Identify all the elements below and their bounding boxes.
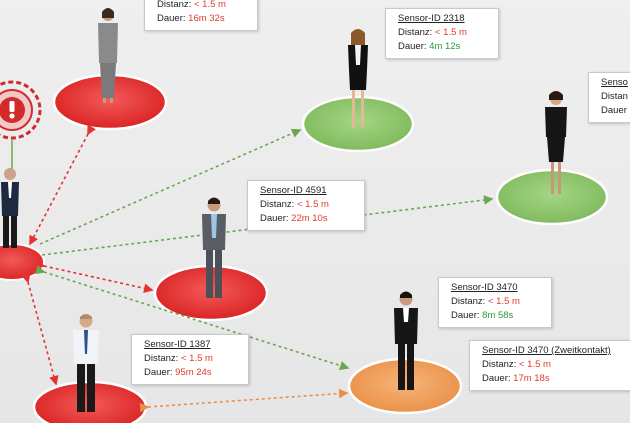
zone-infected — [0, 243, 45, 281]
person-right-middle — [394, 291, 418, 390]
person-top-left — [98, 8, 118, 103]
distance-value: < 1.5 m — [193, 0, 226, 10]
duration-label: Dauer: — [398, 41, 427, 52]
distance-label: Distan — [601, 91, 628, 102]
distance-value: < 1.5 m — [518, 359, 551, 370]
duration-label: Dauer — [601, 105, 627, 116]
duration-value: 16m 32s — [188, 13, 225, 24]
virus-icon — [0, 80, 42, 140]
zone-top-center — [301, 95, 415, 153]
callout-bottom-left: Sensor-ID 1387 Distanz: < 1.5 m Dauer: 9… — [131, 334, 249, 385]
duration-label: Dauer: — [482, 373, 511, 384]
link-bottom-right — [34, 265, 350, 371]
link-middle — [35, 259, 154, 293]
sensor-id: Sensor-ID 3470 (Zweitkontakt) — [482, 345, 611, 356]
distance-label: Distanz: — [144, 353, 179, 364]
distance-label: Distanz: — [260, 199, 295, 210]
sensor-id: Sensor-ID 4591 — [260, 185, 327, 196]
distance-label: Distanz: — [157, 0, 192, 10]
callout-top-right: Senso Distan Dauer — [588, 72, 630, 123]
link-top-center — [39, 128, 302, 245]
duration-value: 22m 10s — [291, 213, 328, 224]
distance-value: < 1.5 m — [180, 353, 213, 364]
duration-value: 8m 58s — [482, 310, 514, 321]
sensor-id: Senso — [601, 77, 628, 88]
person-bottom-left — [73, 314, 99, 412]
link-bottom-left — [21, 273, 59, 386]
duration-value: 17m 18s — [513, 373, 550, 384]
duration-label: Dauer: — [157, 13, 186, 24]
distance-value: < 1.5 m — [487, 296, 520, 307]
duration-label: Dauer: — [144, 367, 173, 378]
distance-label: Distanz: — [482, 359, 517, 370]
duration-label: Dauer: — [260, 213, 289, 224]
distance-value: < 1.5 m — [296, 199, 329, 210]
person-middle — [202, 197, 226, 298]
callout-bottom-right: Sensor-ID 3470 (Zweitkontakt) Distanz: <… — [469, 340, 630, 391]
callout-middle: Sensor-ID 4591 Distanz: < 1.5 m Dauer: 2… — [247, 180, 365, 231]
duration-value: 95m 24s — [175, 367, 212, 378]
distance-value: < 1.5 m — [434, 27, 467, 38]
duration-label: Dauer: — [451, 310, 480, 321]
link-top-left — [29, 124, 96, 246]
callout-top-left: Distanz: < 1.5 m Dauer: 16m 32s — [144, 0, 258, 31]
person-top-center — [348, 29, 368, 128]
person-infected — [1, 168, 19, 248]
callout-right-middle: Sensor-ID 3470 Distanz: < 1.5 m Dauer: 8… — [438, 277, 552, 328]
distance-label: Distanz: — [451, 296, 486, 307]
duration-value: 4m 12s — [429, 41, 461, 52]
person-right — [545, 91, 567, 194]
link-secondary — [139, 388, 349, 413]
sensor-id: Sensor-ID 1387 — [144, 339, 211, 350]
sensor-id: Sensor-ID 2318 — [398, 13, 465, 24]
callout-top-center: Sensor-ID 2318 Distanz: < 1.5 m Dauer: 4… — [385, 8, 499, 59]
distance-label: Distanz: — [398, 27, 433, 38]
sensor-id: Sensor-ID 3470 — [451, 282, 518, 293]
